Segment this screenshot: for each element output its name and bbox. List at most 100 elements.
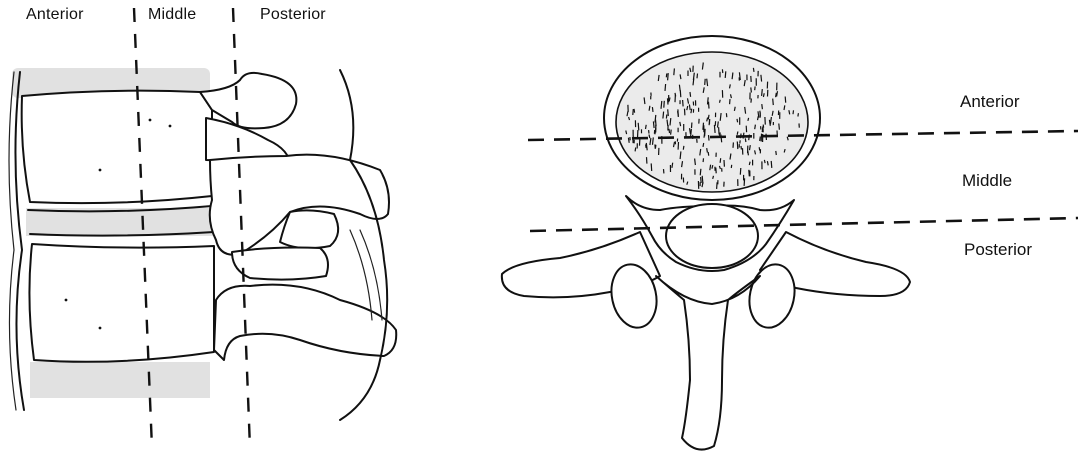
stipple-mark	[626, 131, 627, 135]
stipple-mark	[655, 145, 656, 149]
stipple-mark	[709, 102, 710, 109]
stipple-mark	[651, 163, 652, 171]
stipple-mark	[730, 84, 731, 88]
stipple-mark	[690, 92, 691, 97]
stipple-mark	[718, 121, 719, 127]
stipple-mark	[649, 106, 650, 111]
stipple-mark	[680, 74, 681, 79]
stipple-mark	[750, 145, 751, 150]
axial-anterior-label: Anterior	[960, 92, 1020, 112]
stipple-mark	[720, 158, 721, 163]
stipple-mark	[737, 132, 738, 135]
stipple-mark	[779, 124, 780, 130]
stipple-mark	[680, 122, 681, 126]
axial-posterior-label: Posterior	[964, 240, 1032, 260]
stipple-mark	[668, 109, 669, 116]
stipple-mark	[773, 99, 774, 106]
stipple-mark	[737, 142, 738, 150]
stipple-mark	[658, 75, 659, 81]
stipple-mark	[635, 148, 636, 152]
stipple-mark	[695, 159, 696, 166]
stipple-mark	[703, 143, 704, 147]
stipple-mark	[761, 75, 762, 82]
stipple-mark	[748, 151, 749, 155]
stipple-mark	[669, 129, 670, 133]
stipple-mark	[708, 115, 709, 120]
stipple-mark	[703, 123, 704, 130]
stipple-mark	[719, 127, 720, 134]
stipple-mark	[705, 79, 706, 85]
stipple-mark	[762, 126, 763, 132]
stipple-mark	[798, 113, 799, 116]
stipple-mark	[708, 152, 709, 156]
stipple-mark	[633, 109, 634, 115]
stipple-mark	[670, 118, 671, 125]
stipple-mark	[771, 161, 772, 168]
stipple-mark	[649, 135, 650, 139]
stipple-mark	[732, 73, 733, 80]
stipple-mark	[697, 74, 698, 79]
stipple-mark	[634, 109, 635, 113]
stipple-mark	[672, 163, 673, 168]
stipple-mark	[638, 123, 639, 131]
stipple-mark	[679, 85, 680, 91]
stipple-mark	[663, 112, 664, 119]
lateral-anterior-label: Anterior	[26, 6, 84, 24]
spinal-canal	[666, 204, 758, 268]
stipple-mark	[671, 130, 672, 135]
stipple-mark	[762, 104, 763, 109]
stipple-mark	[661, 101, 662, 109]
stipple-mark	[665, 84, 666, 91]
stipple-mark	[680, 151, 681, 159]
stipple-mark	[751, 99, 752, 103]
stipple-mark	[691, 129, 692, 137]
stipple-mark	[668, 73, 669, 80]
stipple-mark	[668, 98, 669, 104]
stipple-mark	[767, 161, 768, 165]
stipple-mark	[784, 105, 785, 110]
stipple-mark	[683, 100, 684, 106]
stipple-mark	[701, 177, 702, 183]
stipple-mark	[705, 129, 706, 136]
stipple-mark	[749, 170, 750, 177]
spinous-process	[656, 276, 760, 450]
lateral-middle-label: Middle	[148, 6, 196, 24]
stipple-mark	[683, 146, 684, 150]
stipple-mark	[713, 176, 714, 179]
stipple-mark	[709, 135, 710, 141]
stipple-mark	[762, 89, 763, 96]
stipple-mark	[653, 121, 654, 128]
stipple-mark	[789, 110, 790, 114]
vertebral-body-cancellous	[616, 52, 808, 192]
axial-middle-label: Middle	[962, 171, 1012, 191]
middle-posterior-divider-line	[530, 218, 1078, 231]
stipple-mark	[758, 116, 759, 120]
stipple-mark	[674, 68, 675, 75]
stipple-mark	[646, 125, 647, 129]
stipple-mark	[680, 90, 681, 97]
stipple-mark	[691, 109, 692, 114]
stipple-mark	[717, 182, 718, 189]
stipple-mark	[793, 110, 794, 114]
stipple-mark	[760, 137, 761, 142]
stipple-mark	[628, 138, 629, 143]
stipple-mark	[700, 169, 701, 176]
stipple-mark	[644, 97, 645, 104]
stipple-mark	[669, 98, 670, 102]
stipple-mark	[675, 93, 676, 97]
stipple-mark	[748, 118, 749, 121]
stipple-mark	[707, 148, 708, 152]
stipple-mark	[666, 74, 667, 78]
stipple-mark	[753, 68, 754, 72]
stipple-mark	[720, 100, 721, 103]
stipple-mark	[764, 160, 765, 163]
stipple-mark	[745, 138, 746, 142]
stipple-mark	[710, 165, 711, 171]
stipple-mark	[737, 119, 738, 122]
stipple-mark	[751, 87, 752, 92]
stipple-mark	[749, 162, 750, 165]
stipple-mark	[776, 93, 777, 97]
lateral-posterior-label: Posterior	[260, 6, 326, 24]
